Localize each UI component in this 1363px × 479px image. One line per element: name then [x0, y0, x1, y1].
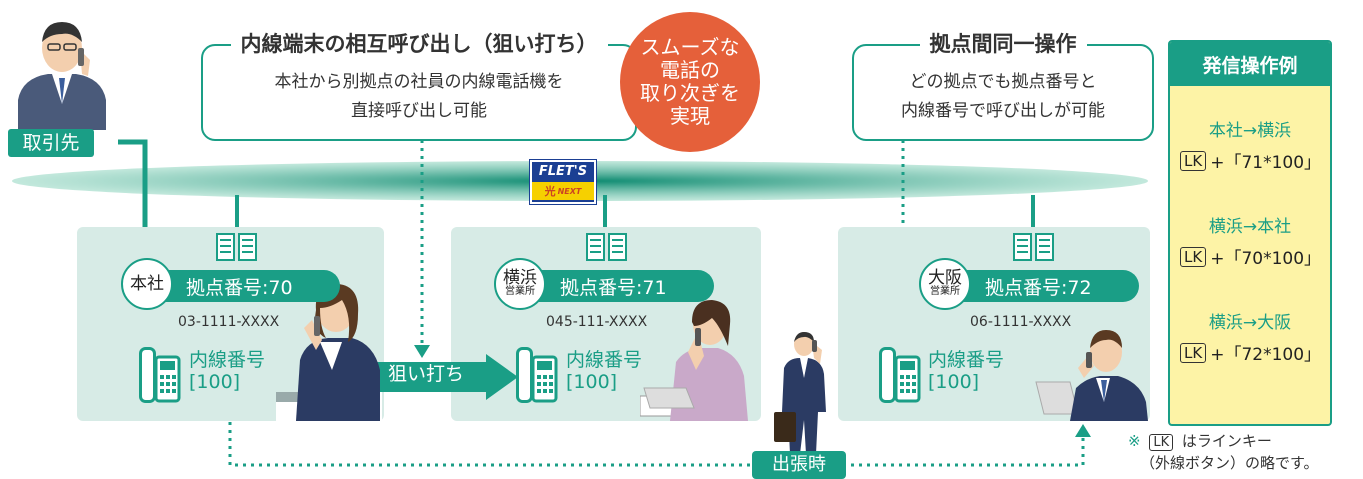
- example-route-3: 横浜→大阪: [1208, 313, 1292, 333]
- extension-yokohama: 内線番号[100]: [566, 349, 643, 393]
- server-icon: [1013, 233, 1054, 261]
- mutual-call-title: 内線端末の相互呼び出し（狙い打ち）: [230, 32, 608, 56]
- example-route-2: 横浜→本社: [1208, 217, 1292, 237]
- smooth-transfer-burst: スムーズな 電話の 取り次ぎを 実現: [620, 12, 760, 152]
- lk-key-icon: LK: [1180, 342, 1207, 363]
- trip-line: [228, 422, 1085, 467]
- site-code-osaka: 拠点番号:72: [955, 270, 1139, 302]
- site-code-yokohama: 拠点番号:71: [530, 270, 714, 302]
- footnote-line1: はラインキー: [1181, 432, 1272, 450]
- direct-call-arrow: [374, 354, 518, 400]
- dialing-example-title: 発信操作例: [1170, 42, 1330, 86]
- business-trip-label: 出張時: [752, 451, 846, 479]
- same-operation-callout: 拠点間同一操作 どの拠点でも拠点番号と 内線番号で呼び出しが可能: [852, 32, 1154, 141]
- phone-number-honsha: 03-1111-XXXX: [178, 314, 280, 330]
- lk-key-icon: LK: [1180, 150, 1207, 171]
- extension-honsha: 内線番号[100]: [189, 349, 266, 393]
- footnote-line2: （外線ボタン）の略です。: [1140, 454, 1319, 472]
- example-code-3: LK +「72*100」: [1180, 340, 1321, 365]
- smooth-transfer-text: スムーズな 電話の 取り次ぎを 実現: [640, 35, 740, 128]
- flets-hikari-text: 光: [544, 185, 556, 198]
- flets-logo: FLET'S 光 NEXT: [530, 160, 596, 204]
- client-person-illustration: [18, 22, 106, 130]
- lk-key-icon: LK: [1149, 434, 1174, 451]
- extension-osaka: 内線番号[100]: [928, 349, 1005, 393]
- same-operation-body: どの拠点でも拠点番号と 内線番号で呼び出しが可能: [901, 72, 1105, 121]
- direct-call-label: 狙い打ち: [388, 363, 465, 385]
- drop-arrow-left: [414, 345, 430, 358]
- desk-phone-icon: [516, 347, 558, 403]
- traveling-man-illustration: [774, 332, 826, 454]
- site-name-yokohama: 横浜 営業所: [494, 258, 546, 310]
- site-name-honsha: 本社: [121, 258, 173, 310]
- desk-phone-icon: [139, 347, 181, 403]
- desk-phone-icon: [879, 347, 921, 403]
- trip-arrow: [1075, 424, 1091, 437]
- phone-number-yokohama: 045-111-XXXX: [546, 314, 648, 330]
- mutual-call-callout: 内線端末の相互呼び出し（狙い打ち） 本社から別拠点の社員の内線電話機を 直接呼び…: [201, 32, 637, 141]
- server-icon: [216, 233, 257, 261]
- footnote: ※ LK はラインキー （外線ボタン）の略です。: [1128, 430, 1319, 474]
- flets-next-text: NEXT: [557, 186, 582, 196]
- flets-logo-text: FLET'S: [538, 164, 588, 179]
- example-code-2: LK +「70*100」: [1180, 244, 1321, 269]
- site-code-honsha: 拠点番号:70: [156, 270, 340, 302]
- office-worker-woman2-illustration: [640, 300, 748, 421]
- office-worker-man-illustration: [1035, 330, 1148, 421]
- client-label: 取引先: [8, 129, 94, 157]
- same-operation-title: 拠点間同一操作: [919, 32, 1087, 56]
- server-icon: [586, 233, 627, 261]
- site-name-osaka: 大阪 営業所: [919, 258, 971, 310]
- dialing-example-box: 発信操作例 本社→横浜 LK +「71*100」 横浜→本社 LK +「70*1…: [1168, 40, 1332, 426]
- example-code-1: LK +「71*100」: [1180, 148, 1321, 173]
- footnote-mark: ※: [1128, 432, 1141, 450]
- client-line: [118, 139, 148, 235]
- mutual-call-body: 本社から別拠点の社員の内線電話機を 直接呼び出し可能: [274, 72, 564, 121]
- lk-key-icon: LK: [1180, 246, 1207, 267]
- phone-number-osaka: 06-1111-XXXX: [970, 314, 1072, 330]
- example-route-1: 本社→横浜: [1208, 121, 1292, 141]
